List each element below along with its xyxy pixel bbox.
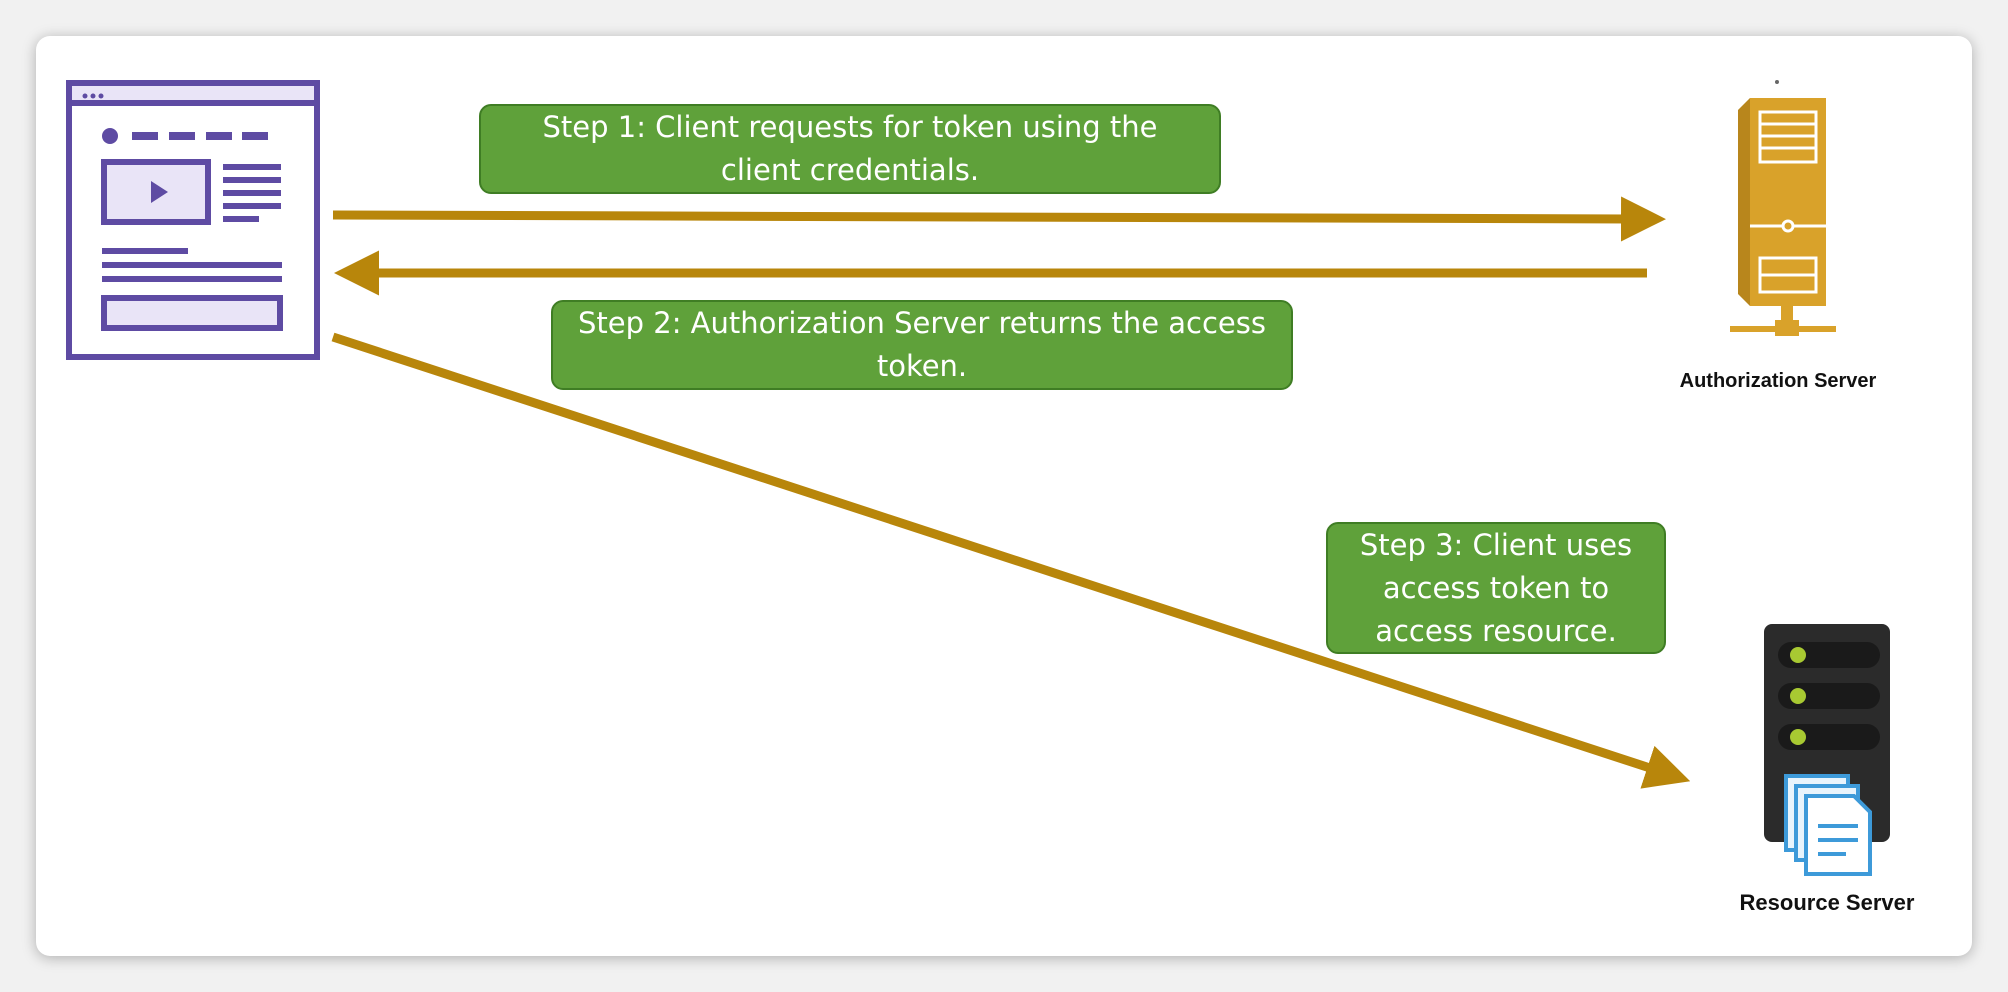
step-3-box: Step 3: Client uses access token to acce… [1326,522,1666,654]
server-tower-icon [1730,80,1836,336]
web-page-icon [66,80,320,360]
resource-server-label: Resource Server [1739,890,1915,915]
arrow-step-3 [331,332,1691,789]
step-2-box: Step 2: Authorization Server returns the… [551,300,1293,390]
authorization-server-label: Authorization Server [1679,370,1877,392]
server-rack-documents-icon [1764,624,1890,876]
step-1-box: Step 1: Client requests for token using … [479,104,1221,194]
arrow-step-1 [332,196,1666,242]
